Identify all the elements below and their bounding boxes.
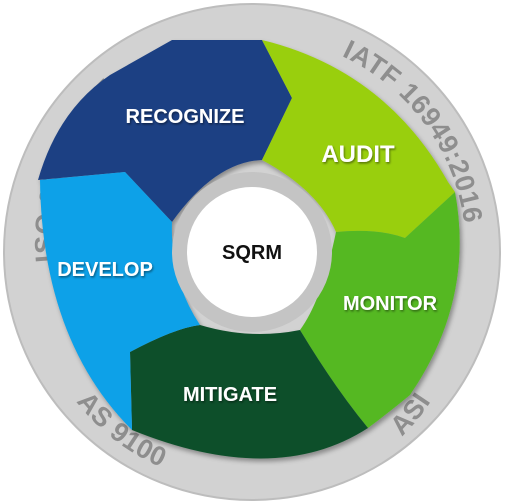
segment-develop [40, 172, 200, 430]
segment-label-recognize: RECOGNIZE [126, 106, 245, 128]
segment-recognize [38, 40, 292, 222]
segment-mitigate [130, 325, 368, 459]
segment-label-monitor: MONITOR [343, 293, 438, 315]
segment-label-develop: DEVELOP [57, 259, 153, 281]
segment-audit [262, 40, 455, 238]
center-circle [187, 187, 317, 317]
segment-label-mitigate: MITIGATE [183, 384, 277, 406]
segment-monitor [300, 192, 460, 428]
segment-label-audit: AUDIT [321, 141, 395, 168]
center-label: SQRM [222, 242, 282, 264]
